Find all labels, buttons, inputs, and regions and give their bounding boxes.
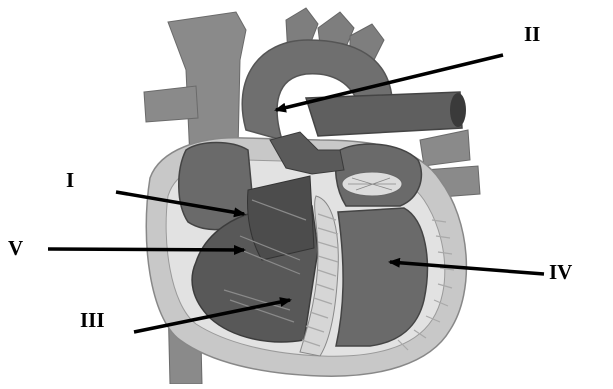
pulmonary-vein-upper bbox=[420, 130, 470, 166]
pulmonary-artery-opening bbox=[450, 93, 466, 127]
label-i: I bbox=[66, 170, 74, 191]
label-iii: III bbox=[80, 310, 105, 331]
label-iv: IV bbox=[549, 262, 572, 283]
arrow-v bbox=[48, 249, 244, 250]
label-v: V bbox=[8, 238, 23, 259]
label-ii: II bbox=[524, 24, 540, 45]
left-pulmonary-stub bbox=[144, 86, 198, 122]
tricuspid-chamber bbox=[248, 176, 314, 260]
